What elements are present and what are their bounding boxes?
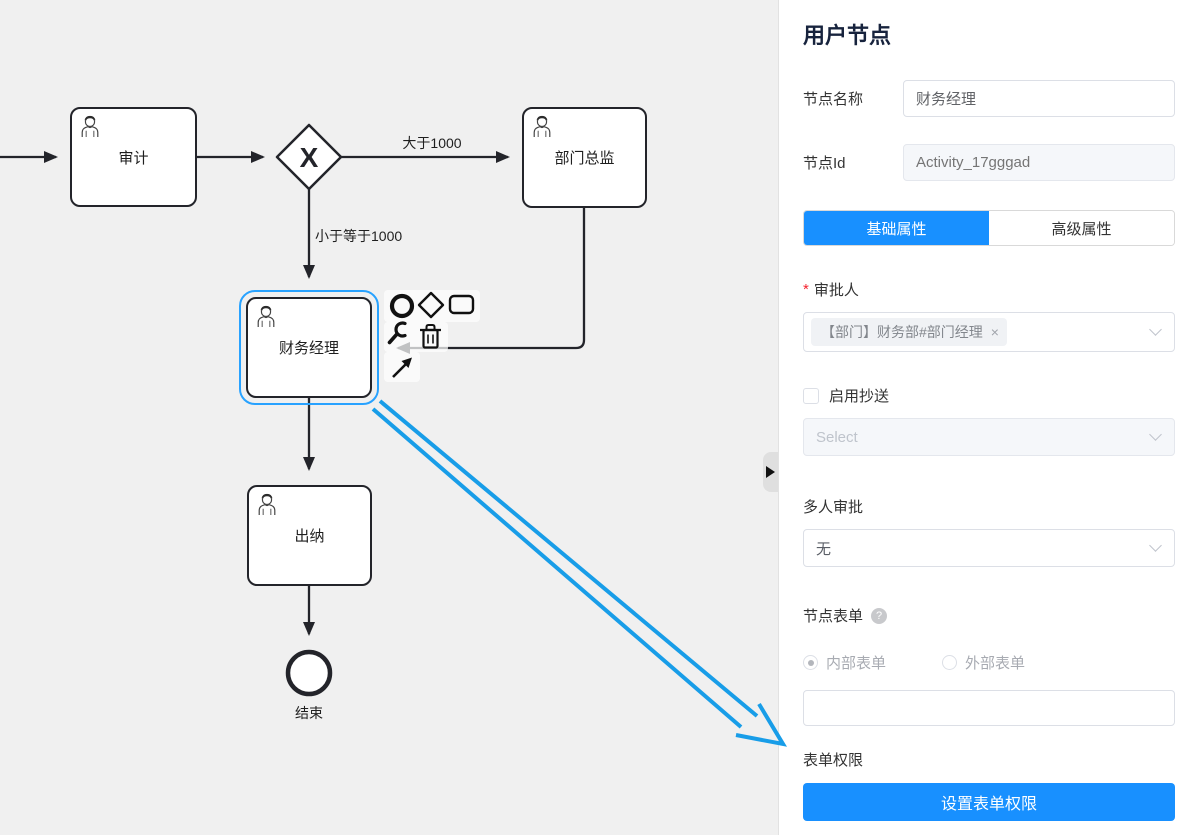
sequence-flows [0,151,586,636]
node-id-row: 节点Id [803,144,1175,181]
approver-tag-text: 【部门】财务部#部门经理 [821,324,983,340]
triangle-right-icon [766,466,775,478]
required-asterisk: * [803,281,809,298]
radio-unselected-icon [942,655,958,670]
user-icon [533,115,551,137]
multi-approve-label-row: 多人审批 [803,496,1175,517]
properties-panel: 用户节点 节点名称 节点Id 基础属性 高级属性 * 审批人 【部门】财务部#部… [779,0,1199,835]
edge-label-less-equal: 小于等于1000 [315,228,403,244]
task-node-audit[interactable]: 审计 [70,107,197,207]
user-icon [258,493,276,515]
enable-cc-row[interactable]: 启用抄送 [803,385,1175,406]
node-label: 财务经理 [278,340,339,357]
radio-external-label: 外部表单 [965,655,1026,672]
node-name-row: 节点名称 [803,80,1175,117]
form-type-radios: 内部表单 外部表单 [803,652,1175,673]
task-node-cashier[interactable]: 出纳 [247,485,372,586]
trash-icon[interactable] [420,324,441,349]
form-permission-label-row: 表单权限 [803,749,1175,770]
node-name-label: 节点名称 [803,91,864,108]
tab-advanced-properties[interactable]: 高级属性 [989,211,1174,245]
panel-collapse-handle[interactable] [763,452,778,492]
wrench-icon[interactable] [387,321,407,345]
edge-label-greater: 大于1000 [402,135,462,151]
append-task-icon[interactable] [448,294,475,315]
user-icon [81,115,99,137]
append-end-event-icon[interactable] [389,293,415,319]
approver-tag: 【部门】财务部#部门经理 × [811,318,1007,346]
chevron-down-icon [1149,323,1162,336]
panel-title: 用户节点 [803,23,892,48]
task-node-finance-manager[interactable]: 财务经理 [239,290,379,405]
approver-label-row: * 审批人 [803,279,1175,300]
property-tabs: 基础属性 高级属性 [803,210,1175,246]
multi-approve-select[interactable]: 无 [803,529,1175,567]
node-name-input[interactable] [903,80,1175,117]
multi-approve-value: 无 [816,540,832,558]
radio-selected-icon [803,655,818,670]
end-event-shape[interactable] [285,649,333,697]
append-gateway-icon[interactable] [417,291,445,319]
diagram-canvas[interactable]: 审计 部门总监 财务经理 [0,0,779,835]
cc-checkbox-label: 启用抄送 [829,388,890,405]
tag-remove-icon[interactable]: × [990,324,999,340]
node-label: 部门总监 [554,150,615,167]
cc-select: Select [803,418,1175,456]
cc-checkbox[interactable] [803,387,819,404]
multi-approve-label: 多人审批 [803,499,864,516]
exclusive-gateway-shape[interactable] [275,123,343,191]
user-icon [257,305,275,327]
node-label: 审计 [118,149,149,167]
node-id-label: 节点Id [803,155,846,172]
radio-internal-form[interactable]: 内部表单 [803,652,886,673]
node-label: 出纳 [294,528,325,545]
end-event-label: 结束 [295,705,323,721]
connect-arrow-icon[interactable] [392,357,412,378]
task-node-dept-director[interactable]: 部门总监 [522,107,647,208]
set-form-permission-button[interactable]: 设置表单权限 [803,783,1175,821]
gateway-x-symbol[interactable]: X [299,142,319,173]
form-permission-label: 表单权限 [803,752,864,769]
node-form-label-row: 节点表单 ? [803,605,1175,626]
approver-select[interactable]: 【部门】财务部#部门经理 × [803,312,1175,352]
diagram-edges-layer [0,123,586,697]
tab-basic-properties[interactable]: 基础属性 [804,211,989,245]
node-form-label: 节点表单 [803,608,864,625]
radio-internal-label: 内部表单 [826,655,887,672]
approver-label: 审批人 [813,282,859,299]
chevron-down-icon [1149,539,1162,552]
chevron-down-icon [1149,428,1162,441]
cc-select-placeholder: Select [816,428,858,446]
node-form-input[interactable] [803,690,1175,726]
node-id-input [903,144,1175,181]
help-icon[interactable]: ? [871,607,888,624]
radio-external-form[interactable]: 外部表单 [942,652,1025,673]
